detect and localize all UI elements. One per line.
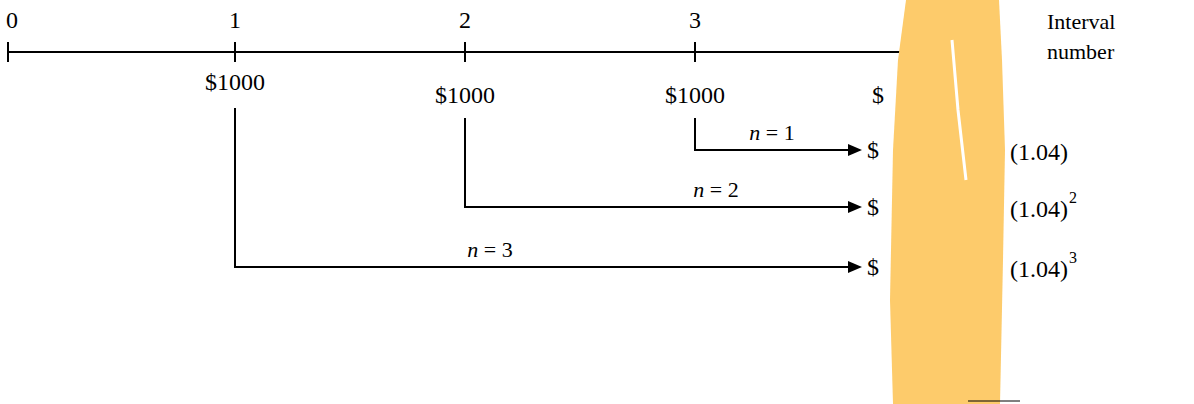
payment-amount: $1000 (665, 81, 725, 109)
future-value-term: $ (867, 253, 879, 281)
tick-mark (7, 42, 9, 62)
interval-number: 0 (6, 6, 18, 34)
tick-mark (234, 42, 236, 62)
time-axis (8, 51, 905, 53)
underline-stroke (968, 401, 1020, 402)
payment-amount: $1000 (205, 68, 265, 96)
future-value-term: $ (867, 193, 879, 221)
interval-number: 2 (459, 6, 471, 34)
future-value-term: $ (867, 136, 879, 164)
future-value-term: (1.04) (1010, 138, 1068, 166)
arrowhead (848, 201, 862, 213)
interval-number: 3 (689, 6, 701, 34)
arrowhead (848, 144, 862, 156)
period-label: n = 1 (749, 121, 794, 145)
arrowhead (848, 261, 862, 273)
payment-amount: $ (872, 81, 884, 109)
period-label: n = 2 (693, 178, 738, 202)
tick-mark (464, 42, 466, 62)
exponent: 2 (1069, 189, 1077, 207)
compounding-arrow (465, 118, 852, 207)
axis-title: Interval number (1047, 7, 1167, 67)
highlighter-streak (952, 40, 966, 180)
interval-number: 1 (229, 6, 241, 34)
highlighter-mark (890, 0, 1005, 404)
future-value-term: (1.04) (1010, 195, 1068, 223)
exponent: 3 (1069, 249, 1077, 267)
future-value-term: (1.04) (1010, 255, 1068, 283)
compounding-arrow (695, 118, 852, 150)
tick-mark (694, 42, 696, 62)
period-label: n = 3 (467, 238, 512, 262)
compounding-arrow (235, 108, 852, 267)
payment-amount: $1000 (435, 81, 495, 109)
